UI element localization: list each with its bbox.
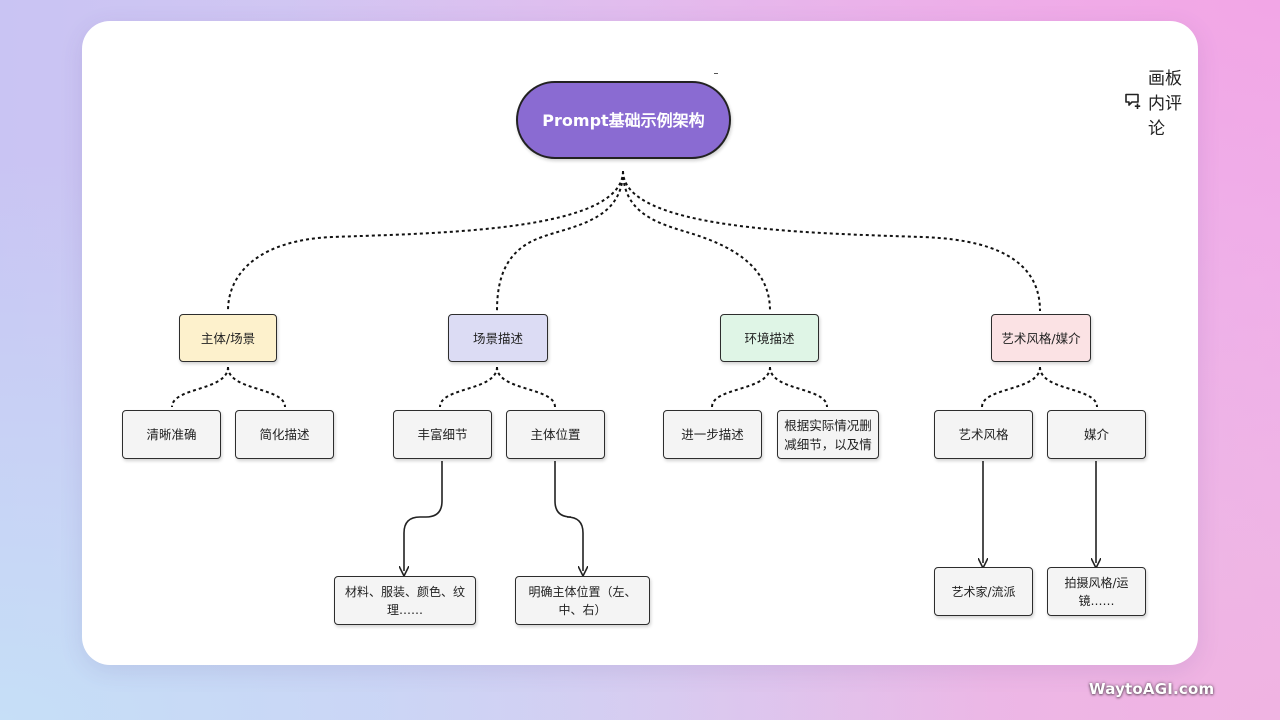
node-medium-label: 媒介 — [1083, 427, 1109, 442]
node-rich[interactable]: 丰富细节 — [393, 410, 492, 459]
node-material[interactable]: 材料、服装、颜色、纹理…… — [334, 576, 476, 625]
node-clear-label: 清晰准确 — [146, 427, 197, 442]
node-rich-label: 丰富细节 — [417, 427, 468, 442]
node-simple-label: 简化描述 — [259, 427, 310, 442]
node-photo[interactable]: 拍摄风格/运镜…… — [1047, 567, 1146, 616]
node-trim-label: 根据实际情况删减细节，以及情 — [784, 417, 872, 452]
link-root-art — [622, 170, 1041, 312]
node-subject-label: 主体/场景 — [200, 330, 256, 346]
node-environment-label: 环境描述 — [744, 330, 795, 346]
node-art-label: 艺术风格/媒介 — [1001, 330, 1081, 346]
link-art-medium — [1039, 366, 1098, 408]
node-medium[interactable]: 媒介 — [1047, 410, 1146, 459]
link-scene-rich — [439, 366, 498, 408]
link-root-scene — [496, 170, 624, 312]
arrow-rich-material — [404, 461, 443, 571]
node-artist[interactable]: 艺术家/流派 — [934, 567, 1033, 616]
link-subject-clear — [171, 366, 229, 408]
link-root-environment — [622, 170, 771, 312]
link-subject-simple — [227, 366, 286, 408]
node-further[interactable]: 进一步描述 — [663, 410, 762, 459]
node-art[interactable]: 艺术风格/媒介 — [991, 314, 1091, 362]
node-material-label: 材料、服装、颜色、纹理…… — [344, 584, 465, 617]
node-environment[interactable]: 环境描述 — [720, 314, 819, 362]
node-scene-label: 场景描述 — [472, 330, 523, 346]
node-clear[interactable]: 清晰准确 — [122, 410, 221, 459]
node-scene[interactable]: 场景描述 — [448, 314, 548, 362]
node-trim[interactable]: 根据实际情况删减细节，以及情 — [777, 410, 879, 459]
comment-add-icon — [1124, 92, 1142, 110]
link-art-style — [981, 366, 1041, 408]
arrow-position-clearpos — [554, 461, 583, 571]
board-comment-button[interactable]: 画板内评论 — [1124, 69, 1198, 139]
node-clear-position[interactable]: 明确主体位置（左、中、右） — [515, 576, 650, 625]
node-further-label: 进一步描述 — [681, 427, 744, 442]
node-style[interactable]: 艺术风格 — [934, 410, 1033, 459]
connector-layer — [171, 170, 1198, 665]
node-simple[interactable]: 简化描述 — [235, 410, 334, 459]
node-clear-position-label: 明确主体位置（左、中、右） — [528, 584, 637, 617]
node-subject[interactable]: 主体/场景 — [179, 314, 277, 362]
whiteboard-canvas[interactable]: 画板内评论 Prompt基础示例 — [82, 21, 1198, 665]
node-root-label: Prompt基础示例架构 — [542, 110, 705, 130]
board-comment-label: 画板内评论 — [1148, 68, 1182, 139]
node-root[interactable]: Prompt基础示例架构 — [516, 81, 731, 159]
node-style-label: 艺术风格 — [958, 427, 1009, 442]
link-env-trim — [769, 366, 828, 408]
link-root-subject — [227, 170, 624, 312]
link-scene-position — [496, 366, 556, 408]
link-env-further — [711, 366, 771, 408]
node-position[interactable]: 主体位置 — [506, 410, 605, 459]
watermark: WaytoAGI.com — [1089, 680, 1215, 698]
canvas-marker — [714, 73, 718, 74]
node-position-label: 主体位置 — [530, 427, 581, 442]
node-artist-label: 艺术家/流派 — [951, 584, 1016, 599]
node-photo-label: 拍摄风格/运镜…… — [1064, 575, 1129, 608]
